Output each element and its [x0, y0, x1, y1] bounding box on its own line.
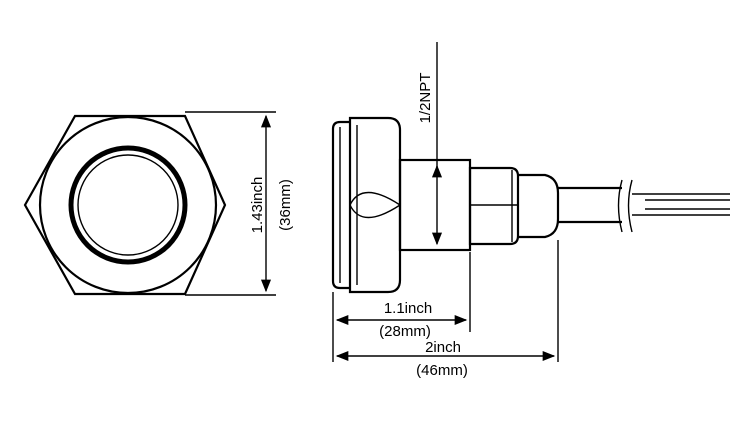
thread-label: 1/2NPT: [417, 73, 434, 124]
flange-length-inch-label: 1.1inch: [384, 300, 432, 317]
hex-outer-circle: [38, 115, 218, 295]
thread-section: [398, 158, 472, 252]
flange-length-dimension: 1.1inch (28mm): [332, 252, 471, 362]
thread-dimension: 1/2NPT: [417, 42, 443, 246]
hex-height-inch-label: 1.43inch: [249, 177, 266, 234]
total-length-inch-label: 2inch: [425, 339, 461, 356]
cable-break-symbol: [617, 179, 623, 233]
hex-height-dimension: 1.43inch (36mm): [185, 111, 294, 296]
rear-nut: [468, 166, 520, 246]
total-length-dimension: 2inch (46mm): [335, 240, 559, 379]
strain-relief: [518, 173, 560, 239]
front-view-hex: [23, 114, 227, 296]
hex-inner-circle: [77, 154, 179, 256]
hex-outline: [23, 114, 227, 296]
side-view: [331, 116, 730, 294]
hex-height-mm-label: (36mm): [277, 179, 294, 231]
lens-cap: [331, 120, 350, 290]
total-length-mm-label: (46mm): [416, 362, 468, 379]
flange-length-mm-label: (28mm): [379, 323, 431, 340]
hex-inner-ring: [68, 145, 188, 265]
